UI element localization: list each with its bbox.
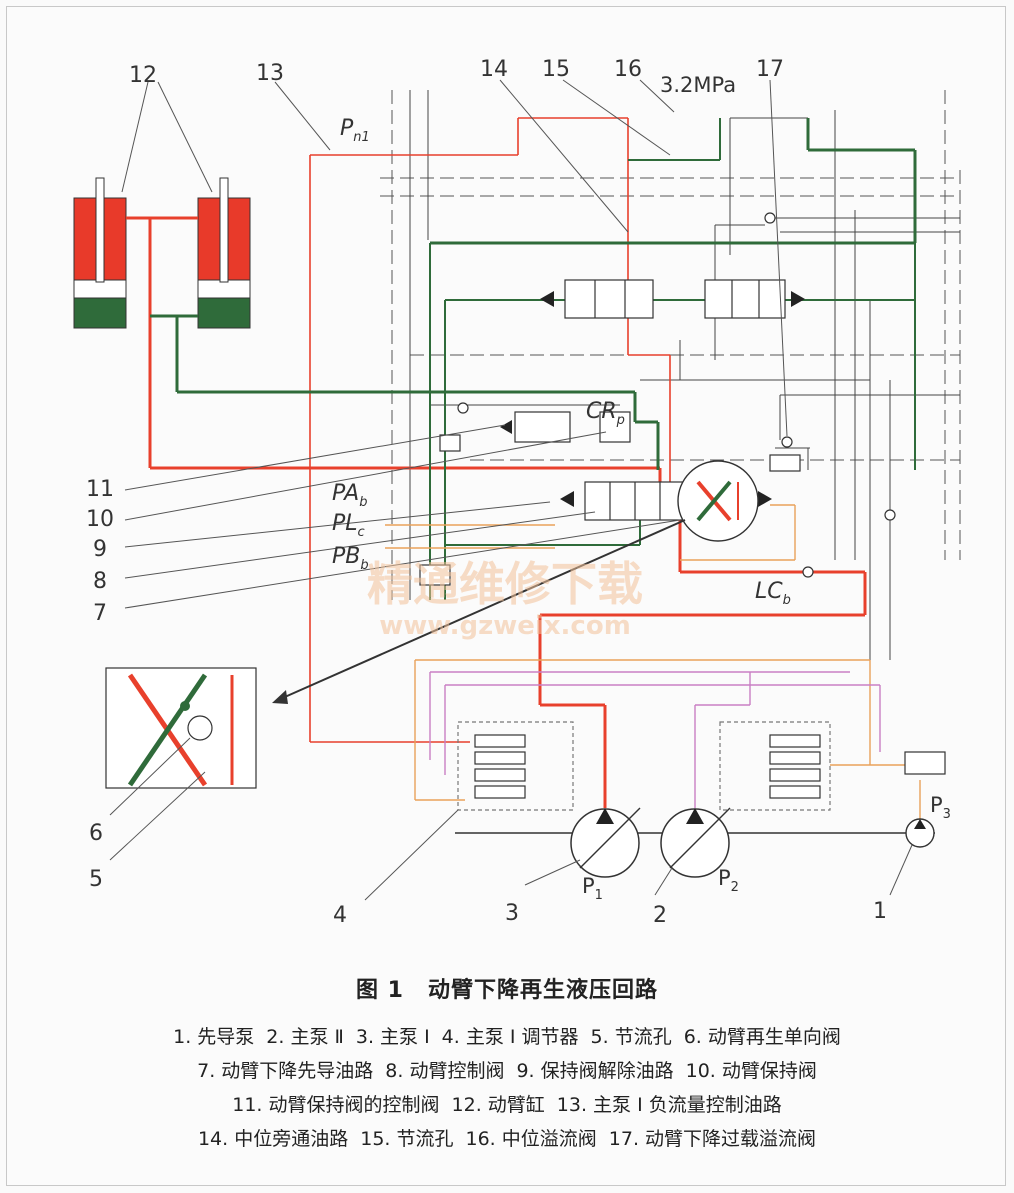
callout-2: 2 xyxy=(653,903,667,928)
pumps xyxy=(455,807,935,878)
callout-8: 8 xyxy=(93,569,107,594)
callout-4: 4 xyxy=(333,903,347,928)
regeneration-valve xyxy=(677,460,759,542)
pump-labels: P1 P2 P3 xyxy=(582,793,951,903)
pn1-label: Pn1 xyxy=(340,116,370,145)
cr-label: CRp xyxy=(586,399,625,428)
callout-10: 10 xyxy=(86,507,114,532)
legend-item: 16. 中位溢流阀 xyxy=(465,1128,597,1150)
callout-3: 3 xyxy=(505,901,519,926)
legend-item: 11. 动臂保持阀的控制阀 xyxy=(232,1094,440,1116)
detail-zoom-box xyxy=(105,519,686,789)
legend-item: 8. 动臂控制阀 xyxy=(385,1060,505,1082)
callout-17: 17 xyxy=(756,57,784,82)
callout-5: 5 xyxy=(89,867,103,892)
boom-cylinders xyxy=(73,177,251,329)
callout-11: 11 xyxy=(86,477,114,502)
legend-item: 10. 动臂保持阀 xyxy=(685,1060,817,1082)
legend-line: 11. 动臂保持阀的控制阀 12. 动臂缸 13. 主泵 Ⅰ 负流量控制油路 xyxy=(0,1088,1014,1122)
callout-15: 15 xyxy=(542,57,570,82)
watermark-url: www.gzweix.com xyxy=(379,611,631,641)
pb-label: PBb xyxy=(332,544,369,573)
callout-9: 9 xyxy=(93,537,107,562)
figure-frame xyxy=(6,6,1006,1186)
legend-item: 12. 动臂缸 xyxy=(451,1094,545,1116)
leader-lines xyxy=(109,79,913,901)
callout-6: 6 xyxy=(89,821,103,846)
legend-item: 4. 主泵 Ⅰ 调节器 xyxy=(441,1026,579,1048)
legend-item: 14. 中位旁通油路 xyxy=(197,1128,349,1150)
legend-item: 6. 动臂再生单向阀 xyxy=(683,1026,841,1048)
valve-actuators xyxy=(500,291,805,507)
callout-13: 13 xyxy=(256,61,284,86)
callout-numbers: 12 13 14 15 16 17 11 10 9 8 7 6 5 4 3 2 … xyxy=(86,57,887,928)
legend-item: 7. 动臂下降先导油路 xyxy=(197,1060,374,1082)
callout-1: 1 xyxy=(873,899,887,924)
legend-item: 1. 先导泵 xyxy=(173,1026,255,1048)
pa-label: PAb xyxy=(332,481,368,510)
hydraulic-circuit-diagram: 12 13 14 15 16 17 11 10 9 8 7 6 5 4 3 2 … xyxy=(73,57,961,928)
watermark: 精通维修下载 www.gzweix.com xyxy=(367,557,643,641)
valves xyxy=(419,212,946,811)
figure-number: 图 1 xyxy=(356,978,404,1003)
pump-p3-label: P3 xyxy=(930,793,951,822)
pump-p1-label: P1 xyxy=(582,874,603,903)
legend-item: 13. 主泵 Ⅰ 负流量控制油路 xyxy=(556,1094,782,1116)
lc-label: LCb xyxy=(755,579,791,608)
callout-12: 12 xyxy=(129,63,157,88)
signal-labels: Pn1 CRp PAb PLc PBb LCb xyxy=(332,116,791,608)
figure-title-text: 动臂下降再生液压回路 xyxy=(427,978,658,1003)
dashed-pilot-lines xyxy=(380,90,961,600)
legend-item: 9. 保持阀解除油路 xyxy=(516,1060,674,1082)
legend-item: 17. 动臂下降过载溢流阀 xyxy=(608,1128,817,1150)
legend-line: 7. 动臂下降先导油路 8. 动臂控制阀 9. 保持阀解除油路 10. 动臂保持阀 xyxy=(0,1054,1014,1088)
relief-pressure-label: 3.2MPa xyxy=(660,73,736,97)
callout-16: 16 xyxy=(614,57,642,82)
callout-7: 7 xyxy=(93,601,107,626)
figure-caption: 图 1 动臂下降再生液压回路 1. 先导泵 2. 主泵 Ⅱ 3. 主泵 Ⅰ 4. 主泵 … xyxy=(0,972,1014,1156)
legend: 1. 先导泵 2. 主泵 Ⅱ 3. 主泵 Ⅰ 4. 主泵 Ⅰ 调节器 5. 节流孔 6. … xyxy=(0,1020,1014,1156)
thin-black-lines xyxy=(409,90,960,690)
legend-line: 14. 中位旁通油路 15. 节流孔 16. 中位溢流阀 17. 动臂下降过载溢流阀 xyxy=(0,1122,1014,1156)
pump-p2-label: P2 xyxy=(718,866,739,895)
pl-label: PLc xyxy=(332,511,365,540)
legend-item: 3. 主泵 Ⅰ xyxy=(355,1026,430,1048)
legend-item: 2. 主泵 Ⅱ xyxy=(266,1026,344,1048)
pilot-lines xyxy=(385,504,921,820)
legend-item: 5. 节流孔 xyxy=(590,1026,672,1048)
legend-line: 1. 先导泵 2. 主泵 Ⅱ 3. 主泵 Ⅰ 4. 主泵 Ⅰ 调节器 5. 节流孔 6. … xyxy=(0,1020,1014,1054)
figure-title: 图 1 动臂下降再生液压回路 xyxy=(0,972,1014,1004)
green-return-lines xyxy=(150,118,917,600)
legend-item: 15. 节流孔 xyxy=(360,1128,454,1150)
callout-14: 14 xyxy=(480,57,508,82)
watermark-cn: 精通维修下载 xyxy=(367,557,643,611)
